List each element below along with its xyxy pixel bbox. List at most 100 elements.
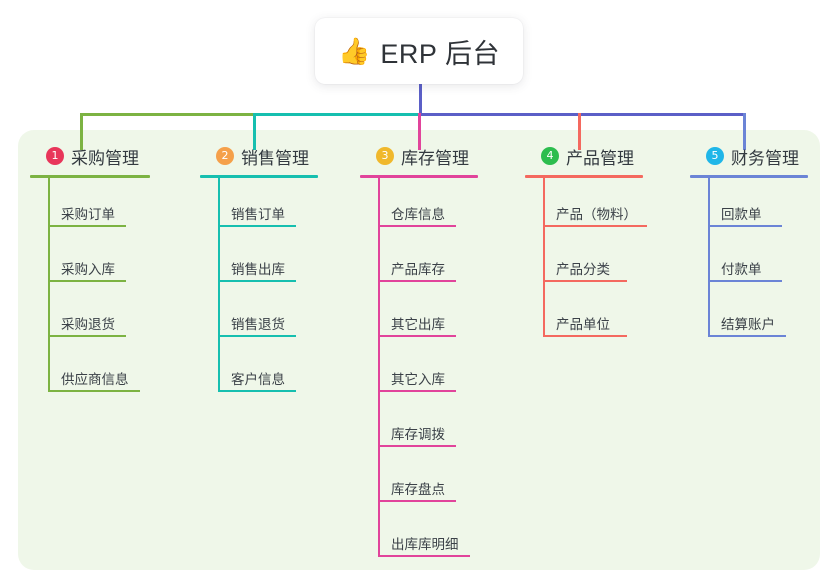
column-spine <box>708 178 710 337</box>
leaf-item-underline <box>48 225 126 227</box>
leaf-item[interactable]: 销售订单 <box>200 178 350 233</box>
leaf-item[interactable]: 出库库明细 <box>360 508 520 563</box>
leaf-item[interactable]: 库存调拨 <box>360 398 520 453</box>
column-underline <box>360 175 478 178</box>
leaf-item-underline <box>48 390 140 392</box>
column-underline <box>690 175 808 178</box>
leaf-item-label: 产品单位 <box>556 317 610 332</box>
leaf-item-label: 其它出库 <box>391 317 445 332</box>
leaf-item-underline <box>378 335 456 337</box>
leaf-item-underline <box>48 335 126 337</box>
leaf-item[interactable]: 其它出库 <box>360 288 520 343</box>
leaf-item[interactable]: 销售退货 <box>200 288 350 343</box>
connector-bus-segment <box>80 113 256 116</box>
leaf-item-underline <box>378 280 456 282</box>
leaf-item-label: 客户信息 <box>231 372 285 387</box>
leaf-item[interactable]: 产品分类 <box>525 233 690 288</box>
leaf-item-label: 销售出库 <box>231 262 285 277</box>
column-1: 1 采购管理采购订单采购入库采购退货供应商信息 <box>30 143 180 398</box>
column-2: 2 销售管理销售订单销售出库销售退货客户信息 <box>200 143 350 398</box>
leaf-item-underline <box>218 225 296 227</box>
leaf-item-label: 出库库明细 <box>391 537 459 552</box>
leaf-item[interactable]: 供应商信息 <box>30 343 180 398</box>
leaf-item[interactable]: 仓库信息 <box>360 178 520 233</box>
column-index-badge: 3 <box>376 147 394 165</box>
column-underline <box>30 175 150 178</box>
column-header-2[interactable]: 2 销售管理 <box>200 143 350 169</box>
leaf-item-label: 库存调拨 <box>391 427 445 442</box>
leaf-item-underline <box>543 280 627 282</box>
leaf-item-label: 其它入库 <box>391 372 445 387</box>
column-title: 采购管理 <box>71 148 139 168</box>
leaf-item[interactable]: 采购退货 <box>30 288 180 343</box>
column-spine <box>543 178 545 337</box>
leaf-item[interactable]: 客户信息 <box>200 343 350 398</box>
column-items: 销售订单销售出库销售退货客户信息 <box>200 178 350 398</box>
leaf-item[interactable]: 库存盘点 <box>360 453 520 508</box>
leaf-item[interactable]: 付款单 <box>690 233 839 288</box>
leaf-item-label: 销售订单 <box>231 207 285 222</box>
leaf-item-label: 结算账户 <box>721 317 775 332</box>
leaf-item[interactable]: 产品单位 <box>525 288 690 343</box>
leaf-item-underline <box>378 390 456 392</box>
column-index-badge: 1 <box>46 147 64 165</box>
leaf-item[interactable]: 采购入库 <box>30 233 180 288</box>
leaf-item-label: 库存盘点 <box>391 482 445 497</box>
leaf-item-underline <box>708 335 786 337</box>
leaf-item-label: 仓库信息 <box>391 207 445 222</box>
leaf-item-underline <box>708 225 782 227</box>
leaf-item-underline <box>543 225 647 227</box>
column-items: 回款单付款单结算账户 <box>690 178 839 343</box>
leaf-item-underline <box>708 280 782 282</box>
leaf-item-label: 付款单 <box>721 262 762 277</box>
leaf-item[interactable]: 产品库存 <box>360 233 520 288</box>
leaf-item-label: 产品分类 <box>556 262 610 277</box>
column-header-5[interactable]: 5 财务管理 <box>690 143 839 169</box>
leaf-item[interactable]: 其它入库 <box>360 343 520 398</box>
column-spine <box>378 178 380 557</box>
column-items: 仓库信息产品库存其它出库其它入库库存调拨库存盘点出库库明细 <box>360 178 520 563</box>
column-title: 财务管理 <box>731 148 799 168</box>
column-5: 5 财务管理回款单付款单结算账户 <box>690 143 839 343</box>
leaf-item-label: 回款单 <box>721 207 762 222</box>
thumbs-up-icon: 👍 <box>338 36 371 66</box>
leaf-item-underline <box>218 280 296 282</box>
column-underline <box>525 175 643 178</box>
root-node-title: ERP 后台 <box>380 38 500 69</box>
diagram-background-panel <box>18 130 820 570</box>
connector-trunk <box>419 84 422 116</box>
column-index-badge: 5 <box>706 147 724 165</box>
column-index-badge: 2 <box>216 147 234 165</box>
root-node-erp-backend[interactable]: 👍 ERP 后台 <box>315 18 523 84</box>
column-title: 产品管理 <box>566 148 634 168</box>
leaf-item[interactable]: 采购订单 <box>30 178 180 233</box>
column-items: 产品（物料） 产品分类产品单位 <box>525 178 690 343</box>
leaf-item[interactable]: 结算账户 <box>690 288 839 343</box>
leaf-item[interactable]: 销售出库 <box>200 233 350 288</box>
column-title: 销售管理 <box>241 148 309 168</box>
connector-bus-segment <box>419 113 746 116</box>
leaf-item-label: 产品（物料） <box>556 207 637 222</box>
column-spine <box>218 178 220 392</box>
leaf-item-underline <box>543 335 627 337</box>
leaf-item-underline <box>48 280 126 282</box>
connector-drop-2 <box>253 113 256 150</box>
leaf-item-label: 采购退货 <box>61 317 115 332</box>
column-header-1[interactable]: 1 采购管理 <box>30 143 180 169</box>
column-spine <box>48 178 50 392</box>
leaf-item[interactable]: 产品（物料） <box>525 178 690 233</box>
column-underline <box>200 175 318 178</box>
leaf-item-label: 销售退货 <box>231 317 285 332</box>
connector-drop-1 <box>80 113 83 150</box>
connector-bus-segment <box>253 113 419 116</box>
connector-drop-4 <box>578 113 581 150</box>
leaf-item[interactable]: 回款单 <box>690 178 839 233</box>
leaf-item-label: 产品库存 <box>391 262 445 277</box>
column-items: 采购订单采购入库采购退货供应商信息 <box>30 178 180 398</box>
leaf-item-underline <box>378 225 456 227</box>
leaf-item-label: 供应商信息 <box>61 372 129 387</box>
